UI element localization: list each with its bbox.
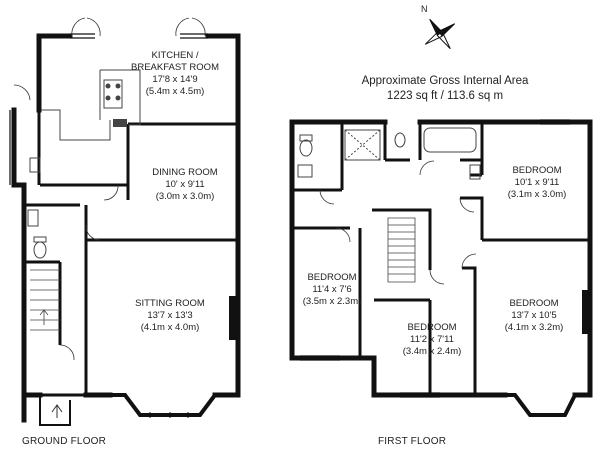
room-label-kitchen: KITCHEN / BREAKFAST ROOM 17'8 x 14'9 (5.… — [110, 50, 240, 98]
room-name: BEDROOM — [512, 165, 562, 176]
compass-icon — [424, 18, 456, 50]
room-label-bedroom-front-right: BEDROOM 13'7 x 10'5 (4.1m x 3.2m) — [484, 298, 584, 334]
room-dim-metric: (3.5m x 2.3m) — [302, 296, 362, 307]
room-dim-imperial: 17'8 x 14'9 — [152, 74, 198, 85]
room-label-sitting: SITTING ROOM 13'7 x 13'3 (4.1m x 4.0m) — [110, 298, 230, 334]
room-dim-metric: (4.1m x 3.2m) — [504, 322, 564, 333]
area-value: 1223 sq ft / 113.6 sq m — [386, 90, 504, 102]
room-label-bedroom-front-middle: BEDROOM 11'2 x 7'11 (3.4m x 2.4m) — [384, 322, 480, 358]
room-dim-imperial: 13'7 x 10'5 — [511, 310, 557, 321]
room-name: BEDROOM — [307, 272, 357, 283]
room-dim-imperial: 11'4 x 7'6 — [312, 284, 352, 295]
room-label-dining: DINING ROOM 10' x 9'11 (3.0m x 3.0m) — [130, 167, 240, 203]
area-title: Approximate Gross Internal Area — [361, 75, 529, 87]
room-label-bedroom-rear-right: BEDROOM 10'1 x 9'11 (3.1m x 3.0m) — [486, 165, 588, 201]
room-dim-metric: (3.4m x 2.4m) — [402, 346, 462, 357]
ground-floor-plan — [9, 17, 241, 426]
room-dim-metric: (5.4m x 4.5m) — [145, 86, 205, 97]
room-dim-imperial: 10' x 9'11 — [165, 179, 205, 190]
compass-north-label: N — [421, 4, 428, 14]
room-dim-metric: (3.1m x 3.0m) — [507, 189, 567, 200]
room-name: KITCHEN / — [151, 50, 199, 61]
room-name: BEDROOM — [509, 298, 559, 309]
room-dim-imperial: 13'7 x 13'3 — [147, 310, 193, 321]
gross-internal-area: Approximate Gross Internal Area 1223 sq … — [330, 74, 560, 104]
room-dim-imperial: 10'1 x 9'11 — [514, 177, 560, 188]
room-dim-imperial: 11'2 x 7'11 — [410, 334, 454, 345]
room-dim-metric: (3.0m x 3.0m) — [155, 191, 215, 202]
room-dim-metric: (4.1m x 4.0m) — [140, 322, 200, 333]
room-name: BEDROOM — [407, 322, 457, 333]
first-floor-plan — [289, 119, 593, 417]
room-label-bedroom-left: BEDROOM 11'4 x 7'6 (3.5m x 2.3m) — [292, 272, 372, 308]
floor-title-ground: GROUND FLOOR — [22, 436, 107, 447]
room-name: SITTING ROOM — [135, 298, 205, 309]
room-name: DINING ROOM — [152, 167, 218, 178]
floor-title-first: FIRST FLOOR — [378, 436, 447, 447]
room-name-line2: BREAKFAST ROOM — [131, 62, 219, 73]
